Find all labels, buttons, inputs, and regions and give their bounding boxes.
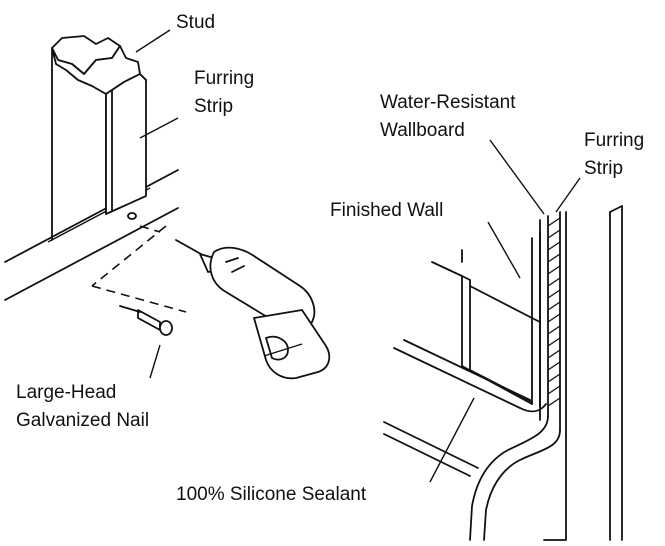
label-nail-1: Large-Head (16, 382, 116, 403)
furring-left-leader (139, 117, 179, 139)
furring-strip-hatch (547, 217, 561, 407)
label-furring-right-2: Strip (584, 158, 623, 179)
right-illustration (383, 139, 623, 541)
finished-wall-leader (487, 221, 521, 279)
label-finished-wall: Finished Wall (330, 200, 443, 221)
stud-leader (135, 29, 171, 53)
label-furring-left-1: Furring (194, 68, 254, 89)
labels: Stud Furring Strip Water-Resistant Wallb… (16, 12, 644, 505)
label-furring-right-1: Furring (584, 130, 644, 151)
label-water-resistant-2: Wallboard (380, 120, 465, 141)
stud-icon (51, 35, 141, 241)
label-nail-2: Galvanized Nail (16, 410, 149, 431)
left-illustration (4, 29, 331, 380)
furring-right-leader (555, 177, 581, 213)
nail-hole (127, 212, 137, 220)
wallboard-icon (469, 211, 561, 541)
nail-icon (119, 305, 173, 379)
dashed-guide (91, 225, 187, 313)
bottom-plate (4, 169, 179, 301)
label-stud: Stud (176, 12, 215, 33)
drill-icon (175, 239, 331, 380)
label-sealant: 100% Silicone Sealant (176, 484, 367, 505)
tile-icon (431, 231, 541, 409)
label-furring-left-2: Strip (194, 96, 233, 117)
wallboard-leader (489, 139, 545, 215)
label-water-resistant-1: Water-Resistant (380, 92, 516, 113)
right-stud (543, 205, 623, 541)
furring-strip-icon (105, 73, 147, 215)
sealant-leader (429, 397, 475, 483)
floor-lines (383, 339, 547, 477)
